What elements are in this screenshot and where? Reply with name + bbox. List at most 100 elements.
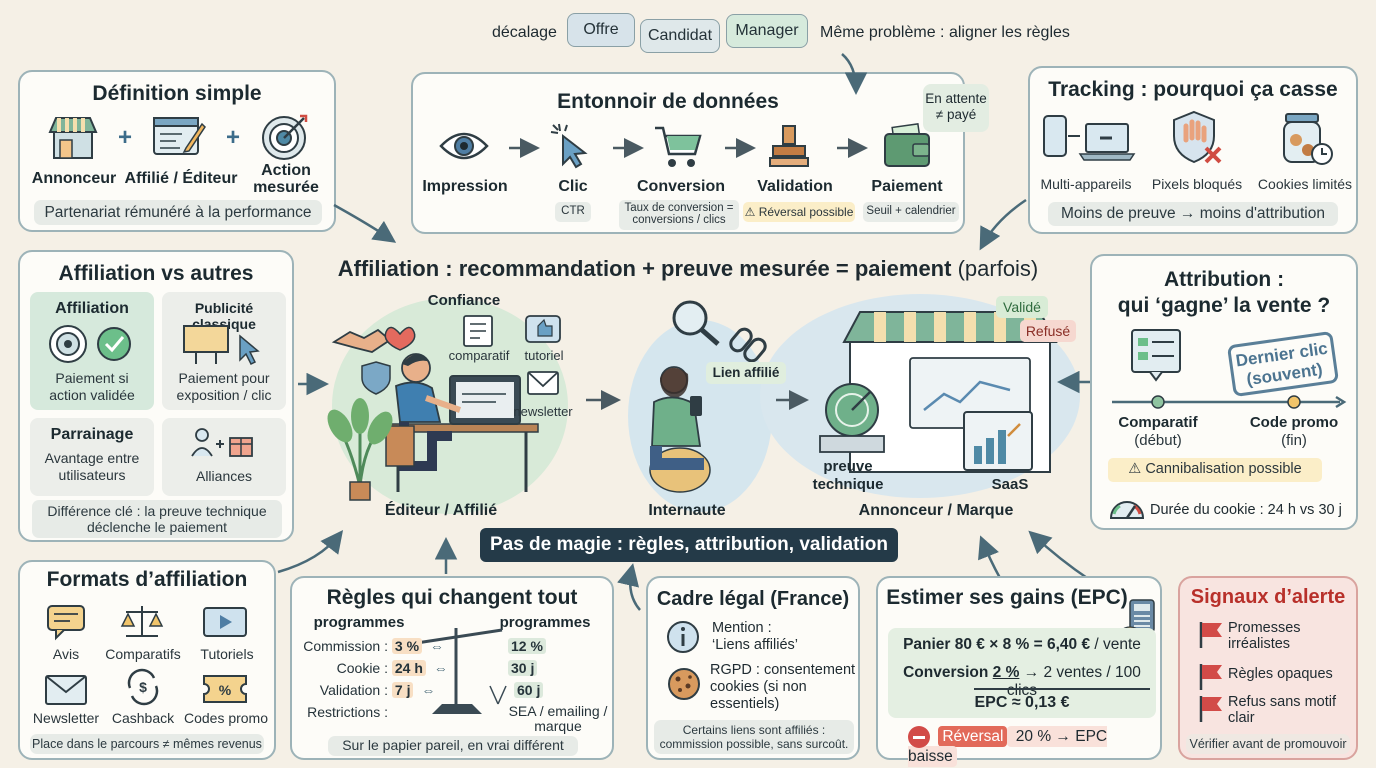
regle-right-value: 30 j bbox=[508, 660, 538, 676]
formats-panel: Formats d’affiliation Avis Comparatifs T… bbox=[18, 560, 276, 760]
regle-row-validation: Validation : 7 j ⇔ 60 j bbox=[302, 682, 602, 698]
rgpd-text: RGPD : consentement cookies (si non esse… bbox=[710, 662, 856, 712]
red-flag-icon bbox=[1199, 696, 1222, 722]
regles-col-right: programmes bbox=[499, 614, 591, 631]
regle-row-restrictions: Restrictions : SEA / emailing / marque bbox=[302, 704, 608, 734]
alert-item-3: Refus sans motif clair bbox=[1228, 694, 1336, 726]
legal-panel: Cadre légal (France) Mention : ‘Liens af… bbox=[646, 576, 860, 760]
center-headline-bold: Affiliation : recommandation + preuve me… bbox=[337, 256, 952, 281]
funnel-step-impression: Impression bbox=[422, 178, 508, 195]
alerts-caption: Vérifier avant de promouvoir bbox=[1186, 734, 1350, 754]
attribution-title-2: qui ‘gagne’ la vente ? bbox=[1117, 294, 1331, 317]
lien-affilie-text: Lien affilié bbox=[712, 365, 780, 380]
user-gift-icon bbox=[191, 428, 253, 457]
saas-dashboard-icon bbox=[963, 411, 1033, 471]
epc-title: Estimer ses gains (EPC) bbox=[886, 586, 1128, 609]
versus-title: Affiliation vs autres bbox=[58, 262, 254, 285]
attr-left-bold: Comparatif bbox=[1118, 414, 1198, 431]
editor-icon bbox=[153, 117, 206, 155]
versus-cell-publicite: Publicité classique Paiement pour exposi… bbox=[162, 292, 286, 410]
cookie-duration: Durée du cookie : 24 h vs 30 j bbox=[1150, 502, 1342, 518]
svg-text:%: % bbox=[219, 682, 232, 698]
chip-reversal-text: Réversal possible bbox=[758, 205, 854, 219]
person-with-phone-illustration bbox=[649, 366, 711, 493]
funnel-title: Entonnoir de données bbox=[557, 90, 779, 113]
versus-panel: Affiliation vs autres Affiliation Paieme… bbox=[18, 250, 294, 542]
mention-line-2: ‘Liens affiliés’ bbox=[712, 637, 798, 653]
red-flag-icon bbox=[1199, 622, 1222, 648]
plus-sign-2: + bbox=[226, 124, 241, 151]
plus-sign-1: + bbox=[118, 124, 133, 151]
double-arrow-icon: ⇔ bbox=[429, 638, 444, 654]
versus-cell-text: Avantage entre utilisateurs bbox=[44, 450, 140, 483]
chain-link-icon bbox=[729, 327, 767, 363]
magnifier-icon bbox=[672, 300, 720, 346]
refuse-chip: Refusé bbox=[1020, 320, 1076, 342]
regle-left-value: 3 % bbox=[391, 638, 423, 654]
regle-label: Restrictions : bbox=[307, 704, 388, 720]
funnel-note-text: En attente ≠ payé bbox=[925, 91, 987, 122]
attr-right-sub: (fin) bbox=[1281, 432, 1307, 449]
regles-panel: Règles qui changent tout programmes prog… bbox=[290, 576, 614, 760]
epc-line-1: Panier 80 € × 8 % = 6,40 € / vente bbox=[888, 636, 1156, 654]
internaute-label: Internaute bbox=[648, 502, 726, 519]
tag-candidat: Candidat bbox=[640, 19, 720, 53]
editeur-label: Éditeur / Affilié bbox=[384, 502, 498, 519]
chip-reversal: ⚠ Réversal possible bbox=[743, 202, 855, 222]
definition-panel: Définition simple + + Annonceur Affilié … bbox=[18, 70, 336, 232]
cashback-icon: $ bbox=[127, 668, 159, 706]
epc-panel: Estimer ses gains (EPC) Panier 80 € × 8 … bbox=[876, 576, 1162, 767]
funnel-panel: Entonnoir de données En attente ≠ payé I… bbox=[411, 72, 989, 234]
thumbs-up-icon bbox=[525, 315, 561, 343]
attribution-title-1: Attribution : bbox=[1163, 268, 1285, 291]
funnel-note: En attente ≠ payé bbox=[923, 84, 989, 132]
format-cashback: Cashback bbox=[111, 710, 175, 726]
epc-line-2: Conversion 2 % → 2 ventes / 100 clics bbox=[888, 664, 1156, 700]
versus-cell-title: Parrainage bbox=[50, 426, 134, 443]
definition-title: Définition simple bbox=[92, 82, 262, 105]
confiance-label: Confiance bbox=[427, 292, 501, 309]
funnel-step-paiement: Paiement bbox=[871, 178, 943, 195]
format-tutoriels: Tutoriels bbox=[200, 646, 254, 662]
versus-cell-parrainage: Parrainage Avantage entre utilisateurs bbox=[30, 418, 154, 496]
tag-manager: Manager bbox=[726, 14, 808, 48]
def-item-action: Action mesurée bbox=[253, 162, 319, 196]
wallet-icon bbox=[884, 122, 930, 167]
tracking-panel: Tracking : pourquoi ça casse Multi-appar… bbox=[1028, 66, 1358, 234]
balance-scale-icon bbox=[120, 606, 164, 637]
versus-cell-affiliation: Affiliation Paiement si action validée bbox=[30, 292, 154, 410]
comparison-doc-icon bbox=[1131, 329, 1181, 382]
cookie-jar-icon bbox=[1283, 113, 1333, 165]
regle-label: Validation : bbox=[319, 682, 388, 698]
radar-server-icon bbox=[819, 383, 885, 453]
billboard-icon bbox=[183, 325, 260, 366]
tracking-item-multi: Multi-appareils bbox=[1040, 176, 1132, 192]
comparatif-label: comparatif bbox=[448, 348, 510, 363]
epc-line-2-a: Conversion bbox=[903, 664, 993, 681]
def-item-affilie: Affilié / Éditeur bbox=[124, 170, 238, 187]
heart-icon bbox=[384, 326, 416, 351]
versus-caption: Différence clé : la preuve technique déc… bbox=[32, 500, 282, 538]
epc-line-1-a: Panier 80 € × 8 % = bbox=[903, 636, 1047, 653]
stamp-icon bbox=[769, 125, 809, 167]
info-icon bbox=[667, 621, 699, 653]
regle-label: Commission : bbox=[303, 638, 388, 654]
epc-line-3: EPC ≈ 0,13 € bbox=[974, 694, 1070, 711]
double-arrow-icon: ⇔ bbox=[433, 660, 448, 676]
newsletter-label: newsletter bbox=[513, 404, 573, 419]
epc-line-2-b: 2 % bbox=[992, 664, 1020, 681]
regles-caption: Sur le papier pareil, en vrai différent bbox=[328, 736, 578, 756]
newsletter-icon bbox=[527, 371, 559, 395]
versus-cell-text: Paiement pour exposition / clic bbox=[176, 370, 272, 403]
format-avis: Avis bbox=[52, 646, 80, 662]
regle-row-cookie: Cookie : 24 h ⇔ 30 j bbox=[302, 660, 602, 676]
regle-right-value: SEA / emailing / marque bbox=[508, 703, 608, 734]
funnel-step-clic: Clic bbox=[558, 178, 588, 195]
alert-item-1: Promesses irréalistes bbox=[1228, 620, 1301, 652]
epc-line-2-c: → 2 ventes / 100 clics bbox=[1006, 664, 1141, 699]
format-comparatifs: Comparatifs bbox=[105, 646, 181, 662]
promo-ticket-icon: % bbox=[203, 675, 247, 703]
alerts-title: Signaux d’alerte bbox=[1190, 586, 1346, 608]
preuve-label: preuve technique bbox=[812, 458, 884, 493]
svg-text:$: $ bbox=[139, 679, 147, 695]
